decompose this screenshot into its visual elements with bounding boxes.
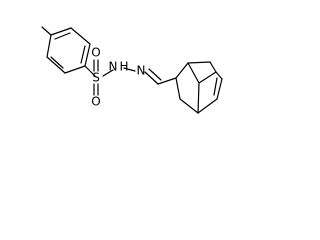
- bond-ring-3: [84, 43, 91, 67]
- bond-ring-4: [64, 65, 86, 74]
- bond-cage-3: [187, 61, 211, 64]
- atom-s: S: [92, 71, 100, 85]
- bond-cage-5: [209, 61, 217, 73]
- bond-s-n: [102, 69, 114, 77]
- bond-cage-6: [215, 71, 223, 80]
- bond-cage-double: [213, 77, 218, 96]
- atom-n-sulfonyl: N: [109, 60, 118, 74]
- atom-h-nh: H: [119, 60, 128, 74]
- bond-ring-6: [46, 34, 52, 58]
- bond-ch-bicyclic: [157, 77, 177, 85]
- bond-cage-7: [216, 78, 223, 100]
- chemical-structure: S O O N H N: [41, 26, 223, 114]
- bond-cage-8: [197, 98, 218, 114]
- bond-n-n: [123, 67, 136, 72]
- bond-cage-2: [175, 77, 181, 100]
- bond-ring-sulfur: [84, 65, 96, 77]
- bond-n-c-b: [148, 68, 162, 81]
- toluene-ring: [41, 26, 91, 74]
- bond-ring-1: [50, 27, 72, 36]
- bond-ring-5: [46, 56, 66, 74]
- bond-ring-inner-2: [80, 45, 86, 64]
- atom-n-imine: N: [137, 64, 146, 78]
- structure-canvas: S O O N H N: [0, 0, 245, 142]
- bond-cage-9: [179, 98, 199, 114]
- bicyclooctene-cage: [175, 61, 223, 114]
- bond-cage-1: [175, 62, 189, 79]
- bond-cage-4: [187, 62, 200, 84]
- bond-n-c-a: [144, 71, 159, 85]
- bond-ring-inner-1: [54, 32, 71, 40]
- bond-cage-10: [197, 82, 200, 114]
- bond-ring-2: [70, 27, 91, 45]
- bond-methyl: [41, 26, 52, 36]
- atom-o-top: O: [91, 46, 100, 60]
- atom-o-bottom: O: [91, 95, 100, 109]
- bond-cage-11: [198, 71, 217, 84]
- bond-ring-inner-3: [50, 56, 64, 69]
